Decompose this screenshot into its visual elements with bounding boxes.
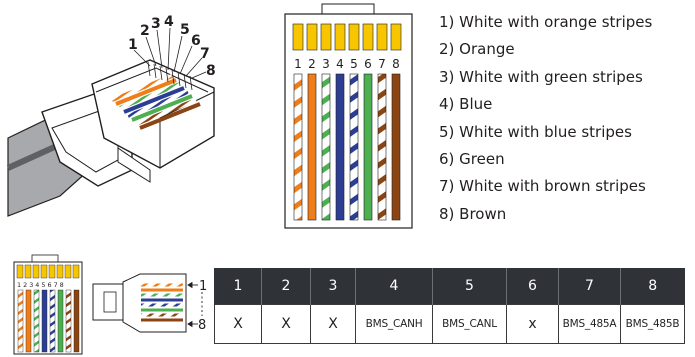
plug-pin-5: 5: [180, 22, 190, 38]
table-header-cell: 2: [261, 268, 311, 305]
side-arrows: [187, 281, 203, 328]
table-header-cell: 5: [432, 268, 507, 305]
table-header-cell: 1: [214, 268, 262, 305]
legend-item: 5) White with blue stripes: [439, 122, 632, 141]
table-header-row: 1 2 3 4 5 6 7 8: [214, 268, 685, 305]
legend-item: 1) White with orange stripes: [439, 13, 653, 31]
plug-pin-8: 8: [206, 63, 216, 79]
wire-6-green: [363, 73, 373, 221]
plug-pin-numbers: 1 2 3 4 5 6 7 8: [128, 14, 216, 79]
table-cell: BMS_485B: [620, 304, 685, 344]
front-pin-3: 3: [322, 57, 330, 71]
plug-pin-6: 6: [191, 33, 201, 49]
pin-assignment-table: 1 2 3 4 5 6 7 8 X X X BMS_CANH BMS_CANL …: [214, 268, 685, 344]
table-cell: X: [214, 304, 262, 344]
rj45-plug-illustration: 1 2 3 4 5 6 7 8: [6, 14, 216, 217]
side-label-first: 1: [199, 279, 207, 294]
legend-item: 3) White with green stripes: [439, 67, 643, 86]
plug-pin-2: 2: [140, 23, 150, 39]
plug-wires: [111, 74, 201, 130]
legend-item: 6) Green: [439, 150, 505, 169]
front-wires: [293, 73, 401, 221]
wire-5-white-blue: [349, 73, 359, 221]
table-row: X X X BMS_CANH BMS_CANL x BMS_485A BMS_4…: [214, 304, 685, 344]
plug-pin-7: 7: [200, 46, 210, 62]
legend-item: 7) White with brown stripes: [439, 177, 646, 196]
front-pin-6: 6: [364, 57, 372, 71]
wire-4-blue: [335, 73, 345, 221]
table-header-cell: 6: [506, 268, 559, 305]
wire-8-brown: [391, 73, 401, 221]
wire-color-legend: 1) White with orange stripes 2) Orange 3…: [439, 9, 652, 228]
table-cell: X: [261, 304, 311, 344]
side-label-last: 8: [198, 318, 206, 333]
table-cell: X: [310, 304, 356, 344]
rj45-front-view: 1 2 3 4 5 6 7 8: [284, 3, 413, 229]
table-cell: BMS_CANH: [355, 304, 433, 344]
table-header-cell: 7: [558, 268, 621, 305]
front-pin-4: 4: [336, 57, 344, 71]
front-pin-1: 1: [294, 57, 302, 71]
wire-2-orange: [307, 73, 317, 221]
plug-pin-3: 3: [151, 16, 161, 32]
pin-leader-lines: [133, 27, 207, 79]
side-connector: 1 8: [92, 273, 207, 333]
table-cell: BMS_CANL: [432, 304, 507, 344]
plug-pin-4: 4: [164, 14, 174, 30]
legend-item: 2) Orange: [439, 40, 515, 59]
table-header-cell: 4: [355, 268, 433, 305]
table-cell: x: [506, 304, 559, 344]
front-pin-2: 2: [308, 57, 316, 71]
side-connector-wires: [141, 283, 183, 322]
front-gold-contacts: [292, 23, 402, 51]
table-cell: BMS_485A: [558, 304, 621, 344]
front-pin-numbers: 1 2 3 4 5 6 7 8: [294, 57, 400, 71]
small-wires: [17, 289, 80, 353]
wire-3-white-green: [321, 73, 331, 221]
wire-1-white-orange: [293, 73, 303, 221]
small-connector: 1 2 3 4 5 6 7 8: [13, 254, 83, 355]
front-pin-5: 5: [350, 57, 358, 71]
table-header-cell: 8: [620, 268, 685, 305]
legend-item: 8) Brown: [439, 204, 507, 223]
wire-7-white-brown: [377, 73, 387, 221]
front-pin-7: 7: [378, 57, 386, 71]
small-connector-pin-numbers: 1 2 3 4 5 6 7 8: [17, 281, 64, 289]
legend-item: 4) Blue: [439, 95, 493, 114]
table-header-cell: 3: [310, 268, 356, 305]
small-gold-contacts: [16, 264, 80, 279]
front-pin-8: 8: [392, 57, 400, 71]
plug-pin-1: 1: [128, 37, 138, 53]
